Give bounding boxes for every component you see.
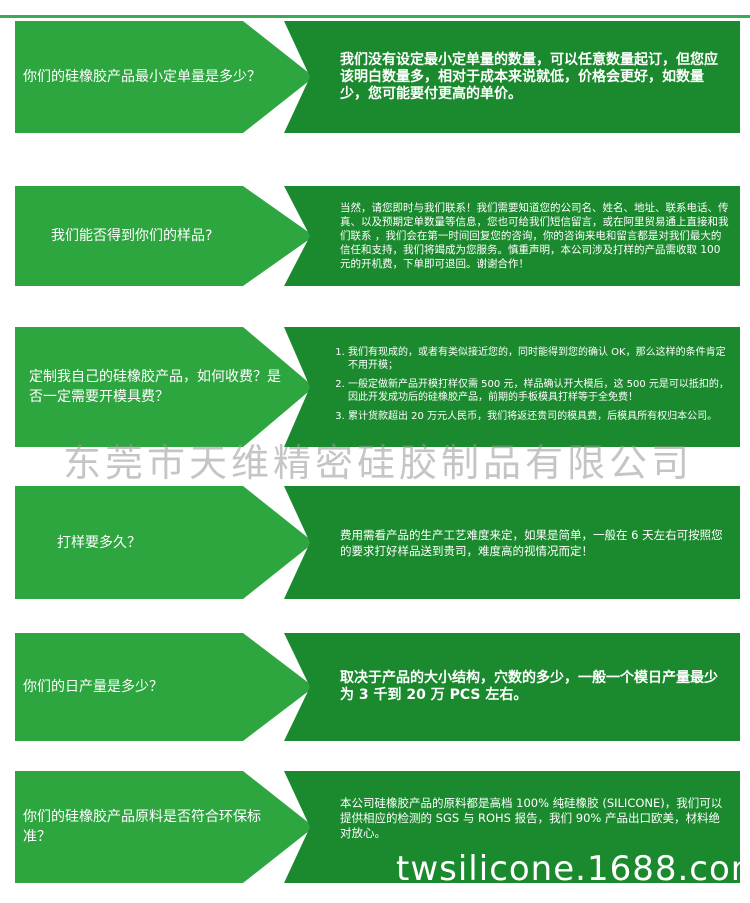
question-arrow: 定制我自己的硅橡胶产品，如何收费？是否一定需要开模具费？ bbox=[15, 327, 314, 447]
faq-row: 你们的硅橡胶产品原料是否符合环保标准？ 本公司硅橡胶产品的原料都是高档 100%… bbox=[0, 771, 750, 883]
question-text: 打样要多久？ bbox=[57, 534, 141, 551]
list-item: 一般定做新产品开模打样仅需 500 元，样品确认开大模后，这 500 元是可以抵… bbox=[348, 378, 730, 404]
answer-panel: 当然，请您即时与我们联系！我们需要知道您的公司名、姓名、地址、联系电话、传真、以… bbox=[284, 186, 740, 286]
answer-panel: 取决于产品的大小结构，穴数的多少，一般一个模日产量最少为 3 千到 20 万 P… bbox=[284, 633, 740, 741]
question-text: 你们的日产量是多少？ bbox=[23, 679, 163, 695]
answer-text: 费用需看产品的生产工艺难度来定，如果是简单，一般在 6 天左右可按照您的要求打好… bbox=[340, 527, 723, 558]
answer-text: 我们没有设定最小定单量的数量，可以任意数量起订，但您应该明白数量多，相对于成本来… bbox=[340, 51, 718, 102]
faq-row: 打样要多久？ 费用需看产品的生产工艺难度来定，如果是简单，一般在 6 天左右可按… bbox=[0, 486, 750, 599]
answer-text: 当然，请您即时与我们联系！我们需要知道您的公司名、姓名、地址、联系电话、传真、以… bbox=[340, 202, 729, 270]
list-item: 我们有现成的，或者有类似接近您的，同时能得到您的确认 OK，那么这样的条件肯定不… bbox=[348, 346, 730, 372]
question-arrow: 我们能否得到你们的样品? bbox=[15, 186, 314, 286]
answer-text: 取决于产品的大小结构，穴数的多少，一般一个模日产量最少为 3 千到 20 万 P… bbox=[340, 670, 718, 703]
question-arrow: 你们的日产量是多少？ bbox=[15, 633, 314, 741]
top-accent-line bbox=[0, 15, 750, 18]
question-arrow: 你们的硅橡胶产品最小定单量是多少？ bbox=[15, 21, 314, 133]
question-text: 你们的硅橡胶产品最小定单量是多少？ bbox=[23, 69, 261, 85]
faq-row: 我们能否得到你们的样品? 当然，请您即时与我们联系！我们需要知道您的公司名、姓名… bbox=[0, 186, 750, 286]
answer-panel: 费用需看产品的生产工艺难度来定，如果是简单，一般在 6 天左右可按照您的要求打好… bbox=[284, 486, 740, 599]
faq-row: 你们的日产量是多少？ 取决于产品的大小结构，穴数的多少，一般一个模日产量最少为 … bbox=[0, 633, 750, 741]
question-text: 我们能否得到你们的样品? bbox=[51, 228, 213, 244]
answer-panel: 我们没有设定最小定单量的数量，可以任意数量起订，但您应该明白数量多，相对于成本来… bbox=[284, 21, 740, 133]
question-arrow: 你们的硅橡胶产品原料是否符合环保标准？ bbox=[15, 771, 314, 883]
top-bar bbox=[0, 0, 750, 18]
answer-panel: 本公司硅橡胶产品的原料都是高档 100% 纯硅橡胶 (SILICONE)，我们可… bbox=[284, 771, 740, 883]
question-text: 定制我自己的硅橡胶产品，如何收费？是否一定需要开模具费？ bbox=[29, 369, 281, 405]
faq-row: 你们的硅橡胶产品最小定单量是多少？ 我们没有设定最小定单量的数量，可以任意数量起… bbox=[0, 21, 750, 133]
question-arrow: 打样要多久？ bbox=[15, 486, 314, 599]
answer-list: 我们有现成的，或者有类似接近您的，同时能得到您的确认 OK，那么这样的条件肯定不… bbox=[334, 346, 730, 423]
company-watermark: 东莞市天维精密硅胶制品有限公司 bbox=[63, 441, 694, 485]
question-text: 你们的硅橡胶产品原料是否符合环保标准？ bbox=[23, 809, 261, 845]
list-item: 累计货款超出 20 万元人民币，我们将返还贵司的模具费，后模具所有权归本公司。 bbox=[348, 410, 730, 423]
site-url-watermark: twsilicone.1688.com bbox=[396, 849, 750, 889]
answer-text: 本公司硅橡胶产品的原料都是高档 100% 纯硅橡胶 (SILICONE)，我们可… bbox=[340, 795, 723, 840]
answer-panel: 我们有现成的，或者有类似接近您的，同时能得到您的确认 OK，那么这样的条件肯定不… bbox=[284, 327, 740, 447]
faq-row: 定制我自己的硅橡胶产品，如何收费？是否一定需要开模具费？ 我们有现成的，或者有类… bbox=[0, 327, 750, 447]
